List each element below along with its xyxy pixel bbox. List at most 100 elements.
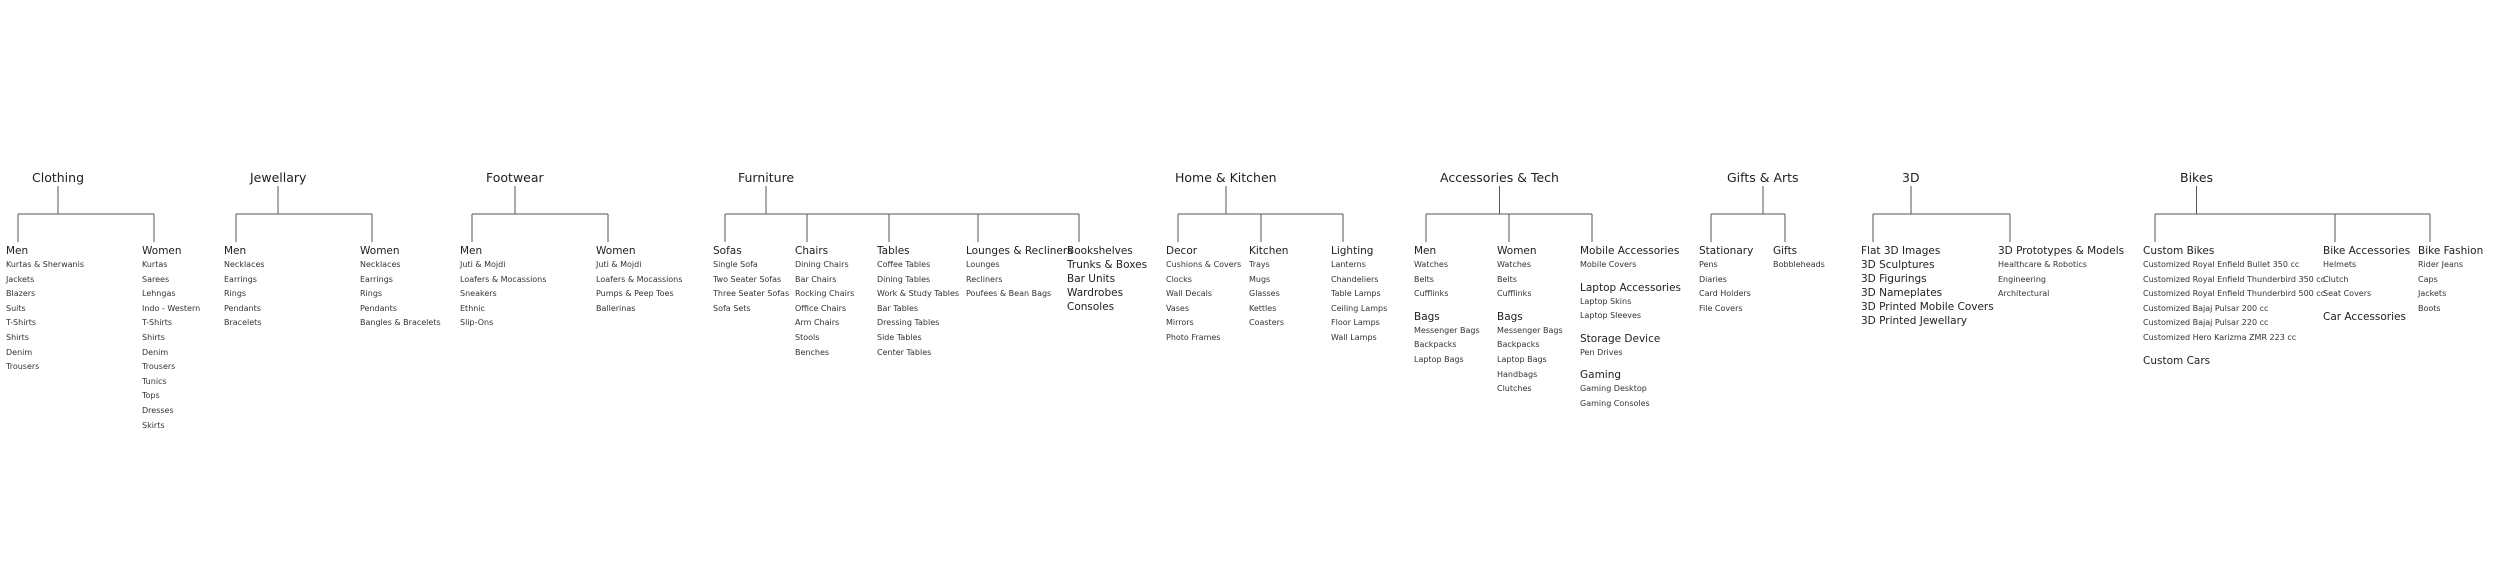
subcategory-link[interactable]: Flat 3D Images bbox=[1861, 245, 1941, 257]
leaf-link[interactable]: Sneakers bbox=[460, 289, 497, 299]
subcategory-heading[interactable]: Decor bbox=[1166, 245, 1198, 257]
leaf-link[interactable]: Shirts bbox=[142, 332, 165, 342]
leaf-link[interactable]: Pens bbox=[1699, 260, 1718, 269]
subcategory-heading[interactable]: Lighting bbox=[1331, 245, 1374, 257]
leaf-link[interactable]: Bar Tables bbox=[877, 303, 919, 313]
leaf-link[interactable]: Customized Hero Karizma ZMR 223 cc bbox=[2143, 332, 2297, 342]
subcategory-link[interactable]: Wardrobes bbox=[1067, 287, 1124, 299]
category-title-gifts-and-arts[interactable]: Gifts & Arts bbox=[1727, 170, 1799, 185]
subcategory-link[interactable]: 3D Printed Jewellary bbox=[1861, 315, 1968, 327]
leaf-link[interactable]: Tops bbox=[142, 391, 160, 401]
leaf-link[interactable]: Dining Chairs bbox=[795, 260, 849, 269]
subcategory-link[interactable]: 3D Printed Mobile Covers bbox=[1861, 301, 1994, 313]
leaf-link[interactable]: Kurtas & Sherwanis bbox=[6, 260, 85, 269]
leaf-link[interactable]: Arm Chairs bbox=[795, 318, 840, 328]
leaf-link[interactable]: Center Tables bbox=[877, 347, 932, 357]
leaf-link[interactable]: Juti & Mojdi bbox=[460, 260, 506, 269]
leaf-link[interactable]: Suits bbox=[6, 303, 26, 313]
leaf-link[interactable]: Kurtas bbox=[142, 260, 168, 269]
leaf-link[interactable]: Laptop Sleeves bbox=[1580, 311, 1642, 321]
leaf-link[interactable]: Trousers bbox=[142, 362, 176, 372]
leaf-link[interactable]: Necklaces bbox=[224, 260, 265, 269]
leaf-link[interactable]: Mirrors bbox=[1166, 318, 1194, 328]
subcategory-link[interactable]: 3D Figurings bbox=[1861, 273, 1927, 285]
leaf-link[interactable]: Cushions & Covers bbox=[1166, 260, 1242, 269]
leaf-link[interactable]: Loafers & Mocassions bbox=[460, 274, 547, 284]
leaf-link[interactable]: Glasses bbox=[1249, 289, 1280, 299]
subcategory-link[interactable]: 3D Sculptures bbox=[1861, 259, 1935, 271]
subcategory-heading[interactable]: Bags bbox=[1497, 310, 1523, 323]
leaf-link[interactable]: Jackets bbox=[2418, 289, 2447, 299]
leaf-link[interactable]: Office Chairs bbox=[795, 303, 847, 313]
subcategory-heading[interactable]: Stationary bbox=[1699, 245, 1754, 257]
subcategory-heading[interactable]: Car Accessories bbox=[2323, 310, 2406, 323]
leaf-link[interactable]: Photo Frames bbox=[1166, 332, 1221, 342]
leaf-link[interactable]: Rings bbox=[224, 289, 247, 299]
leaf-link[interactable]: Dresses bbox=[142, 405, 174, 415]
subcategory-heading[interactable]: Bike Fashion bbox=[2418, 245, 2484, 257]
leaf-link[interactable]: Customized Bajaj Pulsar 200 cc bbox=[2143, 303, 2269, 313]
category-title-bikes[interactable]: Bikes bbox=[2180, 170, 2214, 185]
leaf-link[interactable]: Kettles bbox=[1249, 303, 1277, 313]
leaf-link[interactable]: Customized Royal Enfield Thunderbird 350… bbox=[2143, 274, 2326, 284]
leaf-link[interactable]: Ethnic bbox=[460, 303, 485, 313]
leaf-link[interactable]: Skirts bbox=[142, 420, 165, 430]
subcategory-heading[interactable]: Lounges & Recliners bbox=[966, 245, 1073, 257]
leaf-link[interactable]: Floor Lamps bbox=[1331, 318, 1380, 328]
category-title-footwear[interactable]: Footwear bbox=[486, 170, 544, 185]
leaf-link[interactable]: Sarees bbox=[142, 274, 170, 284]
leaf-link[interactable]: Card Holders bbox=[1699, 289, 1751, 299]
subcategory-heading[interactable]: Custom Bikes bbox=[2143, 245, 2215, 257]
leaf-link[interactable]: Backpacks bbox=[1414, 340, 1457, 350]
leaf-link[interactable]: Bracelets bbox=[224, 318, 262, 328]
leaf-link[interactable]: Backpacks bbox=[1497, 340, 1540, 350]
category-title-accessories-and-tech[interactable]: Accessories & Tech bbox=[1440, 170, 1559, 185]
leaf-link[interactable]: Engineering bbox=[1998, 274, 2046, 284]
leaf-link[interactable]: Belts bbox=[1497, 274, 1517, 284]
leaf-link[interactable]: Handbags bbox=[1497, 369, 1538, 379]
leaf-link[interactable]: Denim bbox=[6, 347, 33, 357]
leaf-link[interactable]: Sofa Sets bbox=[713, 303, 751, 313]
leaf-link[interactable]: Mugs bbox=[1249, 274, 1271, 284]
leaf-link[interactable]: Belts bbox=[1414, 274, 1434, 284]
leaf-link[interactable]: Three Seater Sofas bbox=[713, 289, 790, 299]
leaf-link[interactable]: Vases bbox=[1166, 303, 1190, 313]
leaf-link[interactable]: Poufees & Bean Bags bbox=[966, 289, 1052, 299]
leaf-link[interactable]: Lehngas bbox=[142, 289, 176, 299]
leaf-link[interactable]: Pendants bbox=[224, 303, 261, 313]
leaf-link[interactable]: Gaming Desktop bbox=[1580, 384, 1647, 394]
subcategory-heading[interactable]: Gifts bbox=[1773, 245, 1798, 257]
leaf-link[interactable]: Wall Decals bbox=[1166, 289, 1213, 299]
leaf-link[interactable]: Blazers bbox=[6, 289, 36, 299]
leaf-link[interactable]: Clutches bbox=[1497, 384, 1532, 394]
leaf-link[interactable]: Pendants bbox=[360, 303, 397, 313]
leaf-link[interactable]: Dining Tables bbox=[877, 274, 931, 284]
leaf-link[interactable]: Side Tables bbox=[877, 332, 922, 342]
leaf-link[interactable]: Necklaces bbox=[360, 260, 401, 269]
leaf-link[interactable]: Mobile Covers bbox=[1580, 260, 1637, 269]
leaf-link[interactable]: Earrings bbox=[360, 274, 393, 284]
leaf-link[interactable]: Gaming Consoles bbox=[1580, 398, 1650, 408]
leaf-link[interactable]: Laptop Bags bbox=[1497, 354, 1547, 364]
subcategory-heading[interactable]: Men bbox=[460, 245, 483, 257]
subcategory-heading[interactable]: Women bbox=[142, 245, 182, 257]
leaf-link[interactable]: Watches bbox=[1414, 260, 1448, 269]
category-title-jewellary[interactable]: Jewellary bbox=[250, 170, 307, 185]
leaf-link[interactable]: Tunics bbox=[142, 376, 167, 386]
category-title-home-and-kitchen[interactable]: Home & Kitchen bbox=[1175, 170, 1277, 185]
leaf-link[interactable]: Slip-Ons bbox=[460, 318, 494, 328]
leaf-link[interactable]: Pumps & Peep Toes bbox=[596, 289, 674, 299]
leaf-link[interactable]: Lanterns bbox=[1331, 260, 1366, 269]
subcategory-heading[interactable]: Men bbox=[224, 245, 247, 257]
leaf-link[interactable]: Boots bbox=[2418, 303, 2441, 313]
leaf-link[interactable]: Watches bbox=[1497, 260, 1531, 269]
category-title-3d[interactable]: 3D bbox=[1902, 170, 1920, 185]
leaf-link[interactable]: Work & Study Tables bbox=[877, 289, 960, 299]
leaf-link[interactable]: File Covers bbox=[1699, 303, 1743, 313]
leaf-link[interactable]: Seat Covers bbox=[2323, 289, 2372, 299]
leaf-link[interactable]: Single Sofa bbox=[713, 260, 758, 269]
leaf-link[interactable]: Messenger Bags bbox=[1497, 325, 1563, 335]
leaf-link[interactable]: Benches bbox=[795, 347, 830, 357]
subcategory-heading[interactable]: Men bbox=[1414, 245, 1437, 257]
leaf-link[interactable]: Coffee Tables bbox=[877, 260, 931, 269]
